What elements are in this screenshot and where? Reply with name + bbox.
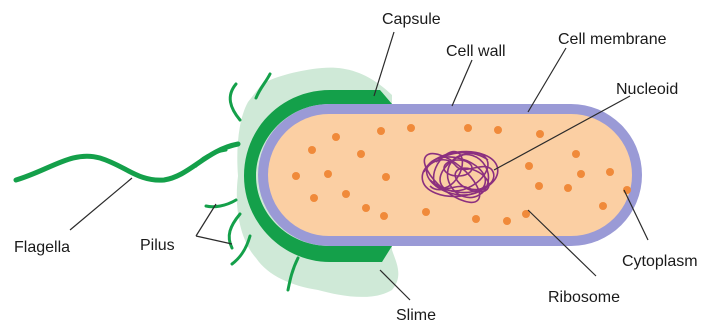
ribosome-dot bbox=[342, 190, 350, 198]
label-cell-membrane: Cell membrane bbox=[558, 31, 667, 48]
pilus bbox=[206, 200, 236, 207]
ribosome-dot bbox=[577, 170, 585, 178]
ribosome-dot bbox=[535, 182, 543, 190]
label-cell-wall: Cell wall bbox=[446, 43, 506, 60]
ribosome-dot bbox=[292, 172, 300, 180]
ribosome-dot bbox=[332, 133, 340, 141]
ribosome-dot bbox=[494, 126, 502, 134]
ribosome-dot bbox=[572, 150, 580, 158]
pilus bbox=[229, 214, 240, 248]
ribosome-dot bbox=[422, 208, 430, 216]
flagellum bbox=[16, 144, 238, 180]
ribosome-dot bbox=[407, 124, 415, 132]
ribosome-dot bbox=[464, 124, 472, 132]
ribosome-dot bbox=[377, 127, 385, 135]
label-flagella: Flagella bbox=[14, 239, 70, 256]
ribosome-dot bbox=[503, 217, 511, 225]
ribosome-dot bbox=[606, 168, 614, 176]
ribosome-dot bbox=[382, 173, 390, 181]
pilus bbox=[230, 84, 240, 120]
label-nucleoid: Nucleoid bbox=[616, 81, 678, 98]
ribosome-dot bbox=[324, 170, 332, 178]
ribosome-dot bbox=[380, 212, 388, 220]
ribosome-dot bbox=[362, 204, 370, 212]
ribosome-dot bbox=[357, 150, 365, 158]
ribosome-dot bbox=[308, 146, 316, 154]
ribosome-dot bbox=[599, 202, 607, 210]
pilus bbox=[232, 236, 250, 264]
label-cytoplasm: Cytoplasm bbox=[622, 253, 698, 270]
ribosome-dot bbox=[525, 162, 533, 170]
label-slime: Slime bbox=[396, 307, 436, 322]
label-ribosome: Ribosome bbox=[548, 289, 620, 306]
label-capsule: Capsule bbox=[382, 11, 441, 28]
label-pilus: Pilus bbox=[140, 237, 175, 254]
ribosome-dot bbox=[310, 194, 318, 202]
ribosome-dot bbox=[564, 184, 572, 192]
ribosome-dot bbox=[472, 215, 480, 223]
ribosome-dot bbox=[536, 130, 544, 138]
